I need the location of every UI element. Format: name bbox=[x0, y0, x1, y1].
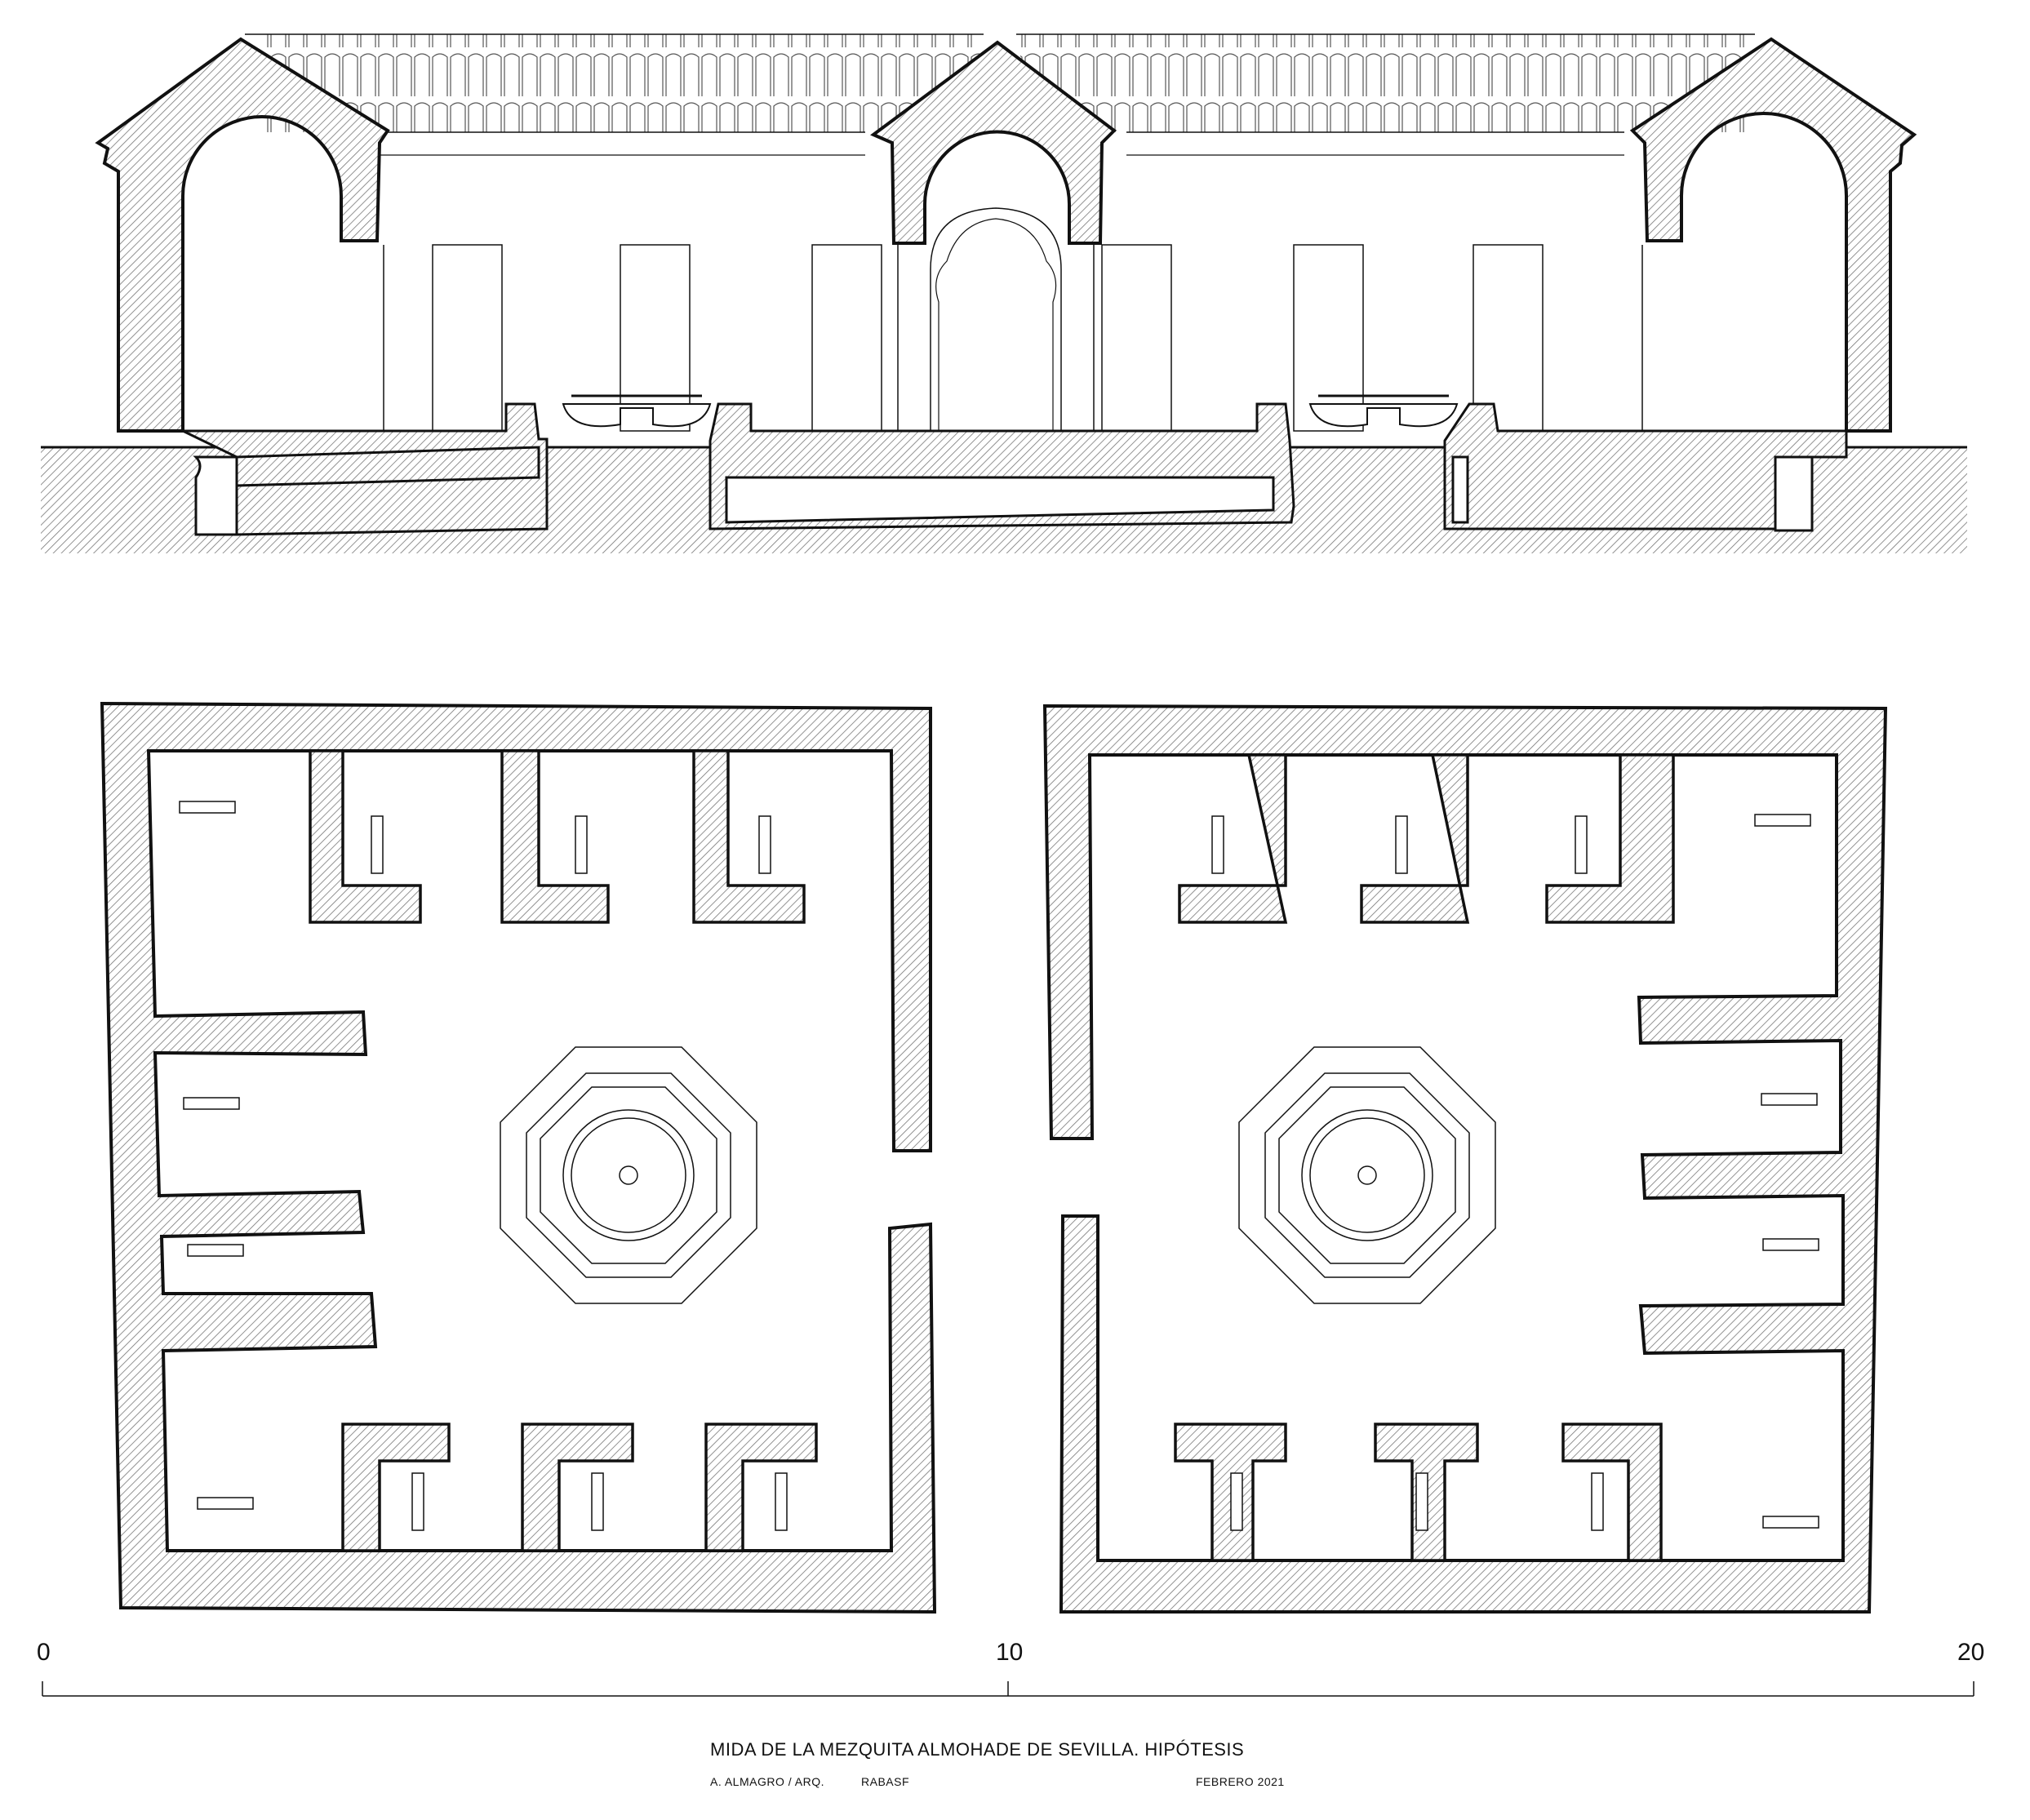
scale-label-0: 0 bbox=[37, 1639, 51, 1666]
fountain-left bbox=[562, 403, 712, 428]
latrine-pit-right bbox=[1774, 455, 1814, 532]
center-pavilion-wall bbox=[870, 40, 1117, 245]
right-pavilion-wall bbox=[1629, 37, 1917, 433]
octagon-fountain-right bbox=[1238, 1046, 1496, 1304]
door-openings bbox=[432, 244, 1544, 432]
left-pavilion-wall bbox=[95, 37, 390, 433]
scale-label-10: 10 bbox=[996, 1639, 1024, 1666]
roof-tiles-left bbox=[261, 34, 979, 132]
drawing-author: A. ALMAGRO / ARQ. bbox=[710, 1775, 824, 1788]
latrine-slots bbox=[179, 801, 1819, 1531]
plan-right-top-cells bbox=[1178, 753, 1675, 924]
plan-left-top-cells bbox=[309, 749, 806, 924]
scale-label-20: 20 bbox=[1957, 1639, 1985, 1666]
fountain-right bbox=[1308, 403, 1459, 428]
latrine-pit-left bbox=[193, 455, 238, 536]
floor-left bbox=[182, 402, 549, 536]
octagon-fountain-left bbox=[500, 1046, 757, 1304]
plan-left-block bbox=[100, 701, 937, 1614]
roof-tiles-right bbox=[1020, 34, 1755, 132]
mihrab-arch bbox=[930, 207, 1062, 431]
drawing-title: MIDA DE LA MEZQUITA ALMOHADE DE SEVILLA.… bbox=[710, 1739, 1245, 1760]
section-view bbox=[41, 33, 1967, 553]
plan-left-bottom-cells bbox=[341, 1423, 818, 1552]
drawing-institution: RABASF bbox=[861, 1775, 910, 1788]
scale-bar bbox=[42, 1681, 1974, 1697]
drawing-date: FEBRERO 2021 bbox=[1196, 1775, 1285, 1788]
plan-right-block bbox=[1042, 704, 1888, 1614]
plan-view bbox=[100, 701, 1888, 1614]
